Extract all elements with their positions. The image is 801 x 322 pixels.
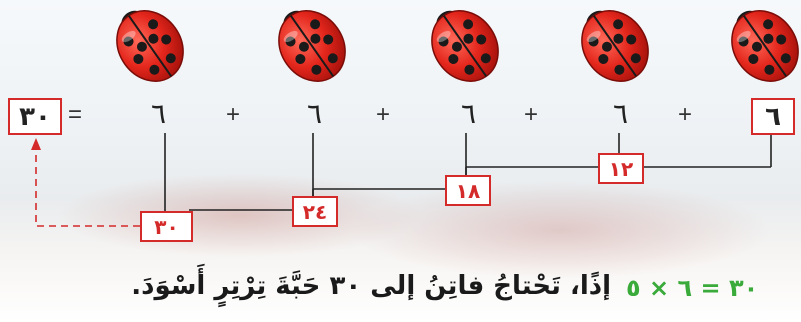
plus-sign: +: [524, 101, 539, 128]
first-summand-box: ٦: [751, 98, 795, 135]
conclusion-text: إذًا، تَحْتاجُ فاتِنُ إلى ٣٠ حَبَّةَ تِر…: [131, 271, 611, 301]
plus-sign: +: [678, 101, 693, 128]
partial-sum: ٣٠: [154, 214, 179, 239]
partial-sum: ٢٤: [302, 199, 328, 224]
ladybug-icon: [116, 10, 184, 82]
partial-sum-box: ١٨: [445, 175, 491, 206]
partial-sum-box: ٢٤: [292, 196, 338, 227]
ladybug-icon: [431, 10, 499, 82]
multiplication-sentence: ٣٠ = ٦ × ٥: [626, 274, 759, 302]
ladybug-icon: [278, 10, 346, 82]
summand: ٦: [613, 97, 629, 130]
summand: ٦: [765, 101, 781, 132]
equals-sign: =: [68, 101, 83, 128]
partial-sum-box: ٣٠: [140, 211, 193, 242]
plus-sign: +: [376, 101, 391, 128]
ladybug-icon: [731, 10, 799, 82]
ladybug-icon: [581, 10, 649, 82]
dashed-return-arrow: [35, 150, 140, 227]
summand: ٦: [151, 97, 167, 130]
total-value: ٣٠: [19, 101, 51, 132]
summand: ٦: [461, 97, 477, 130]
partial-sum-box: ١٢: [598, 153, 644, 184]
total-box: ٣٠: [8, 98, 62, 135]
plus-sign: +: [226, 101, 241, 128]
summand: ٦: [307, 97, 323, 130]
partial-sum: ١٨: [455, 178, 481, 203]
arrowhead-icon: [31, 138, 41, 150]
partial-sum: ١٢: [608, 156, 634, 181]
